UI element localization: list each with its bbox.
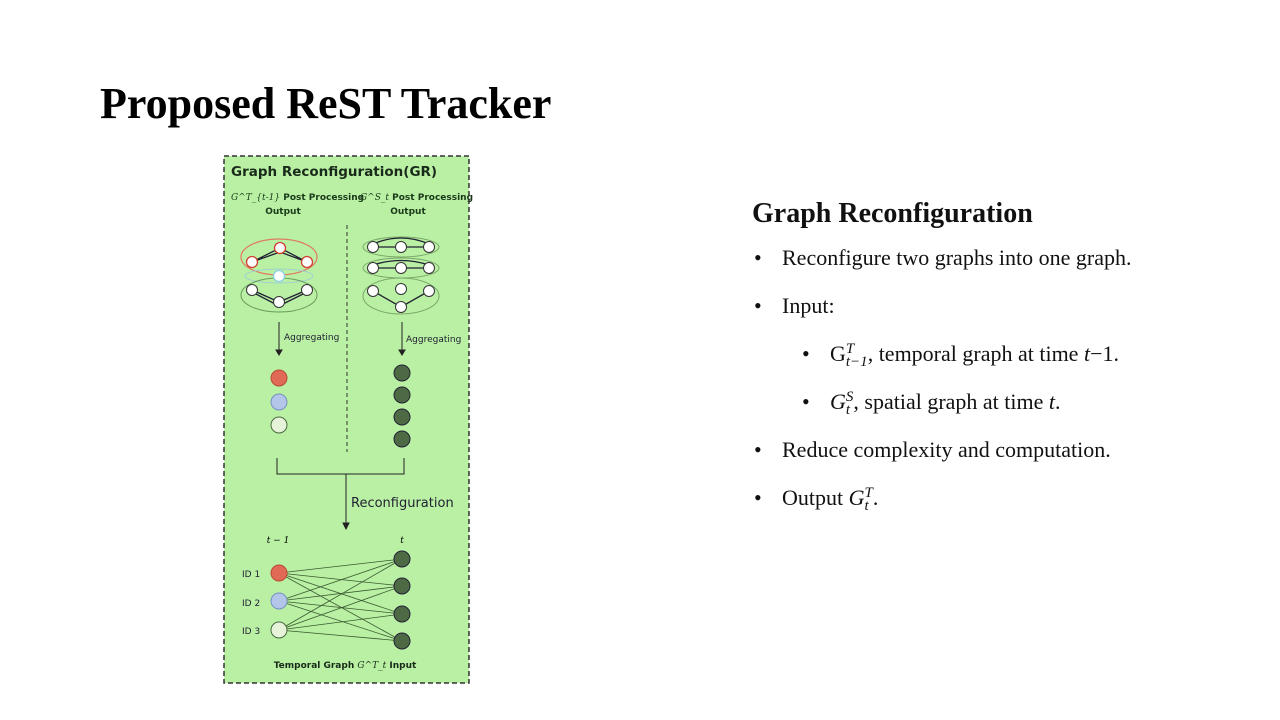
aggregating-left-label: Aggregating	[284, 333, 339, 343]
bullet-icon: •	[754, 437, 762, 462]
reconfiguration-label: Reconfiguration	[351, 496, 454, 511]
id-label: ID 1	[242, 570, 260, 580]
section-heading: Graph Reconfiguration	[752, 198, 1033, 229]
bullet-text: Reduce complexity and computation.	[782, 437, 1111, 462]
right-header: G^S_t Post Processing	[360, 193, 473, 203]
bullet-text: , spatial graph at time	[853, 389, 1049, 414]
slide-title: Proposed ReST Tracker	[100, 79, 552, 128]
subscript: t	[845, 401, 851, 418]
math-symbol: G	[830, 389, 846, 414]
time-prev-label: t − 1	[267, 536, 290, 546]
math-var: t	[1083, 341, 1091, 366]
math-symbol: G	[830, 341, 846, 366]
bullet-item: • Reduce complexity and computation.	[752, 434, 1131, 482]
superscript: S	[845, 388, 854, 405]
time-curr-label: t	[400, 536, 404, 546]
temporal-graph-nodes	[270, 550, 411, 650]
bullet-icon: •	[802, 341, 810, 366]
bullet-text: Reconfigure two graphs into one graph.	[782, 245, 1132, 270]
bullet-tail: .	[872, 485, 879, 510]
bullet-icon: •	[754, 485, 762, 510]
panel-title: Graph Reconfiguration(GR)	[231, 164, 437, 180]
aggregating-right-label: Aggregating	[406, 335, 461, 345]
id-label: ID 3	[242, 627, 260, 637]
bullet-icon: •	[802, 389, 810, 414]
math-symbol: G	[848, 485, 865, 510]
id-label: ID 2	[242, 599, 260, 609]
bullet-icon: •	[754, 245, 762, 270]
spatial-graph	[362, 236, 440, 315]
superscript: T	[845, 340, 855, 357]
temporal-graph-prev	[240, 238, 318, 313]
aggregating-arrows	[275, 322, 406, 356]
bullet-text: , temporal graph at time	[867, 341, 1084, 366]
bipartite-edges	[278, 558, 403, 642]
aggregated-nodes	[270, 364, 411, 448]
bullet-item: • Reconfigure two graphs into one graph.	[752, 242, 1131, 290]
left-header: G^T_{t-1} Post Processing	[231, 193, 364, 203]
bullet-tail: .	[1055, 389, 1061, 414]
left-header-2: Output	[265, 207, 301, 217]
math-var: t	[1048, 389, 1056, 414]
bullet-text: Output	[782, 485, 849, 510]
bullet-tail: −1.	[1090, 341, 1119, 366]
bullet-text: Input:	[782, 293, 835, 318]
subscript: t−1	[845, 353, 868, 370]
right-header-2: Output	[390, 207, 426, 217]
bullet-item: • Input:	[752, 290, 1131, 338]
temporal-graph-input-label: Temporal Graph G^T_t Input	[274, 661, 417, 671]
subscript: t	[864, 497, 869, 514]
superscript: T	[864, 484, 873, 501]
description: Graph Reconfiguration • Reconfigure two g…	[752, 198, 1131, 530]
bullet-icon: •	[754, 293, 762, 318]
reconfiguration-arrow	[276, 458, 405, 531]
